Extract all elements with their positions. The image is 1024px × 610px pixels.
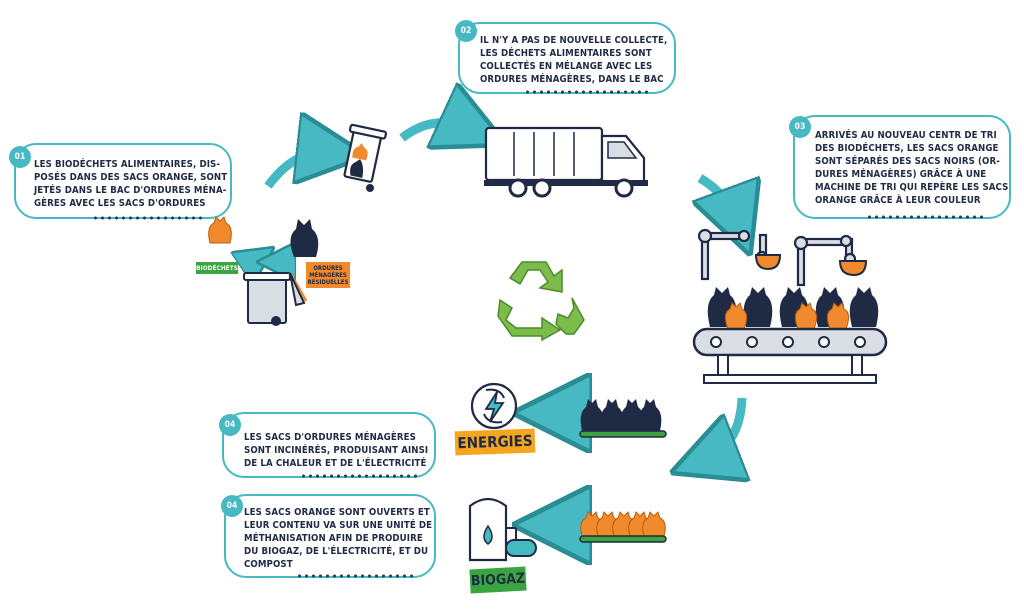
step-03-number: 03 (789, 116, 811, 138)
text-line: GÈRES AVEC LES SACS D'ORDURES (34, 198, 206, 209)
text-line: COLLECTÉS EN MÉLANGE AVEC LES (480, 61, 653, 72)
step-04b-text: LES SACS ORANGE SONT OUVERTS ET LEUR CON… (244, 506, 432, 571)
step-02-dots (524, 90, 650, 94)
step-01-card: LES BIODÉCHETS ALIMENTAIRES, DIS- POSÉS … (14, 143, 232, 219)
text-line: ORDURES MÉNAGÈRES, DANS LE BAC (480, 74, 664, 85)
energy-icon (470, 382, 518, 430)
step-04a-number: 04 (219, 414, 241, 436)
ordures-line: ORDURES (313, 264, 343, 272)
step-04b-dots (296, 574, 414, 578)
energies-label: ENERGIES (454, 428, 536, 456)
text-line: LES BIODÉCHETS ALIMENTAIRES, DIS- (34, 159, 221, 170)
step-03-text: ARRIVÉS AU NOUVEAU CENTR DE TRI DES BIOD… (815, 129, 1009, 207)
step-02-card: IL N'Y A PAS DE NOUVELLE COLLECTE, LES D… (458, 22, 676, 94)
text-line: DES BIODÉCHETS, LES SACS ORANGE (815, 143, 999, 154)
text-line: LES SACS ORANGE SONT OUVERTS ET (244, 507, 430, 518)
step-01-text: LES BIODÉCHETS ALIMENTAIRES, DIS- POSÉS … (34, 158, 227, 210)
text-line: DU BIOGAZ, DE L'ÉLECTRICITÉ, ET DU (244, 546, 429, 557)
black-bag-icon (290, 219, 319, 257)
ordures-label: ORDURES MÉNAGÈRES RÉSIDUELLES (306, 262, 350, 288)
arrow-truck-to-sorter (399, 123, 474, 138)
ordures-line: RÉSIDUELLES (307, 278, 349, 286)
text-line: MÉTHANISATION AFIN DE PRODUIRE (244, 533, 423, 544)
step-04a-text: LES SACS D'ORDURES MÉNAGÈRES SONT INCINÉ… (244, 431, 428, 470)
step-03-card: ARRIVÉS AU NOUVEAU CENTR DE TRI DES BIOD… (793, 115, 1011, 219)
step-03-dots (866, 215, 984, 219)
sorting-machine-icon (692, 228, 888, 384)
text-line: MACHINE DE TRI QUI REPÈRE LES SACS (815, 182, 1009, 193)
robot-arm-left (697, 228, 769, 281)
robot-arm-right (793, 234, 857, 287)
text-line: POSÉS DANS DES SACS ORANGE, SONT (34, 172, 228, 183)
text-line: LES SACS D'ORDURES MÉNAGÈRES (244, 432, 416, 443)
text-line: COMPOST (244, 559, 293, 570)
text-line: SONT SÉPARÉS DES SACS NOIRS (OR- (815, 156, 1000, 167)
text-line: DURES MÉNAGÈRES) GRÂCE À UNE (815, 169, 987, 180)
biogas-tank-icon (468, 497, 537, 562)
tipping-bin-icon (343, 123, 388, 192)
step-02-number: 02 (455, 20, 477, 42)
text-line: SONT INCINÉRÉS, PRODUISANT AINSI (244, 445, 429, 456)
step-01-dots (92, 216, 204, 220)
ordures-line: MÉNAGÈRES (309, 271, 347, 279)
recycle-icon (497, 261, 585, 342)
step-04a-dots (300, 474, 418, 478)
biodechets-label: BIODÉCHETS (196, 262, 238, 274)
step-04a-card: LES SACS D'ORDURES MÉNAGÈRES SONT INCINÉ… (222, 412, 436, 478)
arrow-machine-down (704, 397, 742, 460)
text-line: ARRIVÉS AU NOUVEAU CENTR DE TRI (815, 130, 997, 141)
text-line: LEUR CONTENU VA SUR UNE UNITÉ DE (244, 520, 433, 531)
black-bags-conveyor-icon (579, 399, 667, 438)
step-01-number: 01 (9, 146, 31, 168)
text-line: IL N'Y A PAS DE NOUVELLE COLLECTE, (480, 35, 668, 46)
arrow-to-machine (700, 174, 738, 222)
biogaz-label: BIOGAZ (469, 566, 527, 594)
arrow-bag-to-bin-right (276, 250, 292, 262)
text-line: LES DÉCHETS ALIMENTAIRES SONT (480, 48, 652, 59)
arrow-bin-to-truck (264, 152, 332, 189)
garbage-truck-icon (484, 126, 648, 198)
text-line: DE LA CHALEUR ET DE L'ÉLECTRICITÉ (244, 458, 427, 469)
step-02-text: IL N'Y A PAS DE NOUVELLE COLLECTE, LES D… (480, 34, 667, 86)
trash-bin-icon (208, 216, 319, 326)
step-04b-card: LES SACS ORANGE SONT OUVERTS ET LEUR CON… (224, 494, 436, 578)
text-line: ORANGE GRÂCE À LEUR COULEUR (815, 195, 981, 206)
step-04b-number: 04 (221, 495, 243, 517)
orange-bag-icon (208, 216, 232, 244)
text-line: JETÉS DANS LE BAC D'ORDURES MÉNA- (34, 185, 227, 196)
orange-bags-conveyor-icon (579, 511, 667, 543)
